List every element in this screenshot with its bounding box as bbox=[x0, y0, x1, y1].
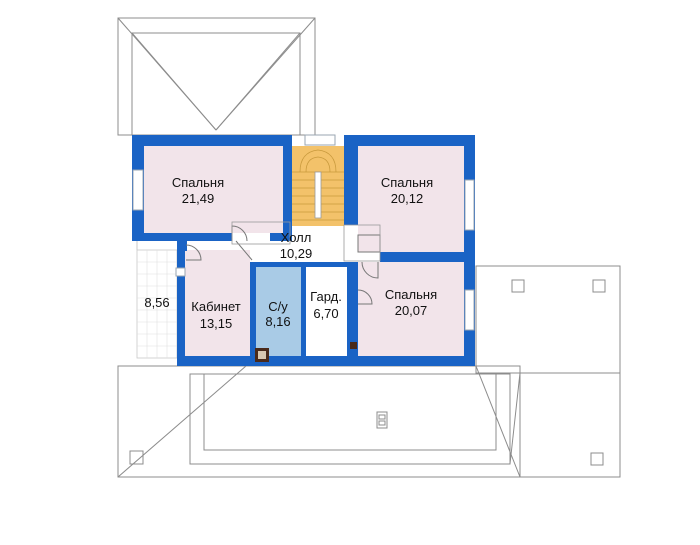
study-name: Кабинет bbox=[191, 299, 240, 314]
window bbox=[304, 134, 336, 146]
top-roof-inner bbox=[131, 32, 301, 136]
bedroom-3-name: Спальня bbox=[385, 287, 437, 302]
doors bbox=[185, 221, 381, 362]
window bbox=[464, 289, 475, 331]
bedroom-2-name: Спальня bbox=[381, 175, 433, 190]
study-area: 13,15 bbox=[200, 316, 233, 331]
study-fill bbox=[184, 250, 250, 356]
door-swing bbox=[361, 261, 379, 279]
hall-name: Холл bbox=[281, 230, 312, 245]
bedroom-1-area: 21,49 bbox=[182, 191, 215, 206]
room-labels: Спальня 21,49 Спальня 20,12 Холл 10,29 К… bbox=[144, 175, 437, 331]
window bbox=[464, 179, 475, 231]
wardrobe-area: 6,70 bbox=[313, 306, 338, 321]
right-lower-roof bbox=[519, 372, 621, 478]
roof-outlines bbox=[117, 17, 621, 478]
door-swing bbox=[185, 244, 202, 261]
bedroom-2-area: 20,12 bbox=[391, 191, 424, 206]
balcony-area: 8,56 bbox=[144, 295, 169, 310]
bathroom-name: С/у bbox=[268, 299, 288, 314]
bedroom-3-area: 20,07 bbox=[395, 303, 428, 318]
bedroom-2-fill bbox=[358, 146, 464, 252]
chimney-icon bbox=[376, 411, 388, 429]
windows bbox=[132, 134, 475, 331]
right-roof-outline bbox=[475, 265, 621, 374]
wardrobe-name: Гард. bbox=[310, 289, 342, 304]
window bbox=[175, 267, 186, 277]
window bbox=[132, 169, 144, 211]
walls bbox=[132, 135, 475, 366]
bedroom-1-fill bbox=[144, 146, 283, 233]
top-roof-outline bbox=[117, 17, 316, 136]
wardrobe-fill bbox=[306, 266, 347, 356]
bathroom-fill bbox=[255, 266, 301, 356]
bottom-roof-outline bbox=[117, 365, 521, 478]
bedroom-1-name: Спальня bbox=[172, 175, 224, 190]
hall-area: 10,29 bbox=[280, 246, 313, 261]
door-swing bbox=[357, 289, 373, 305]
room-fills bbox=[136, 146, 464, 359]
bathroom-area: 8,16 bbox=[265, 314, 290, 329]
